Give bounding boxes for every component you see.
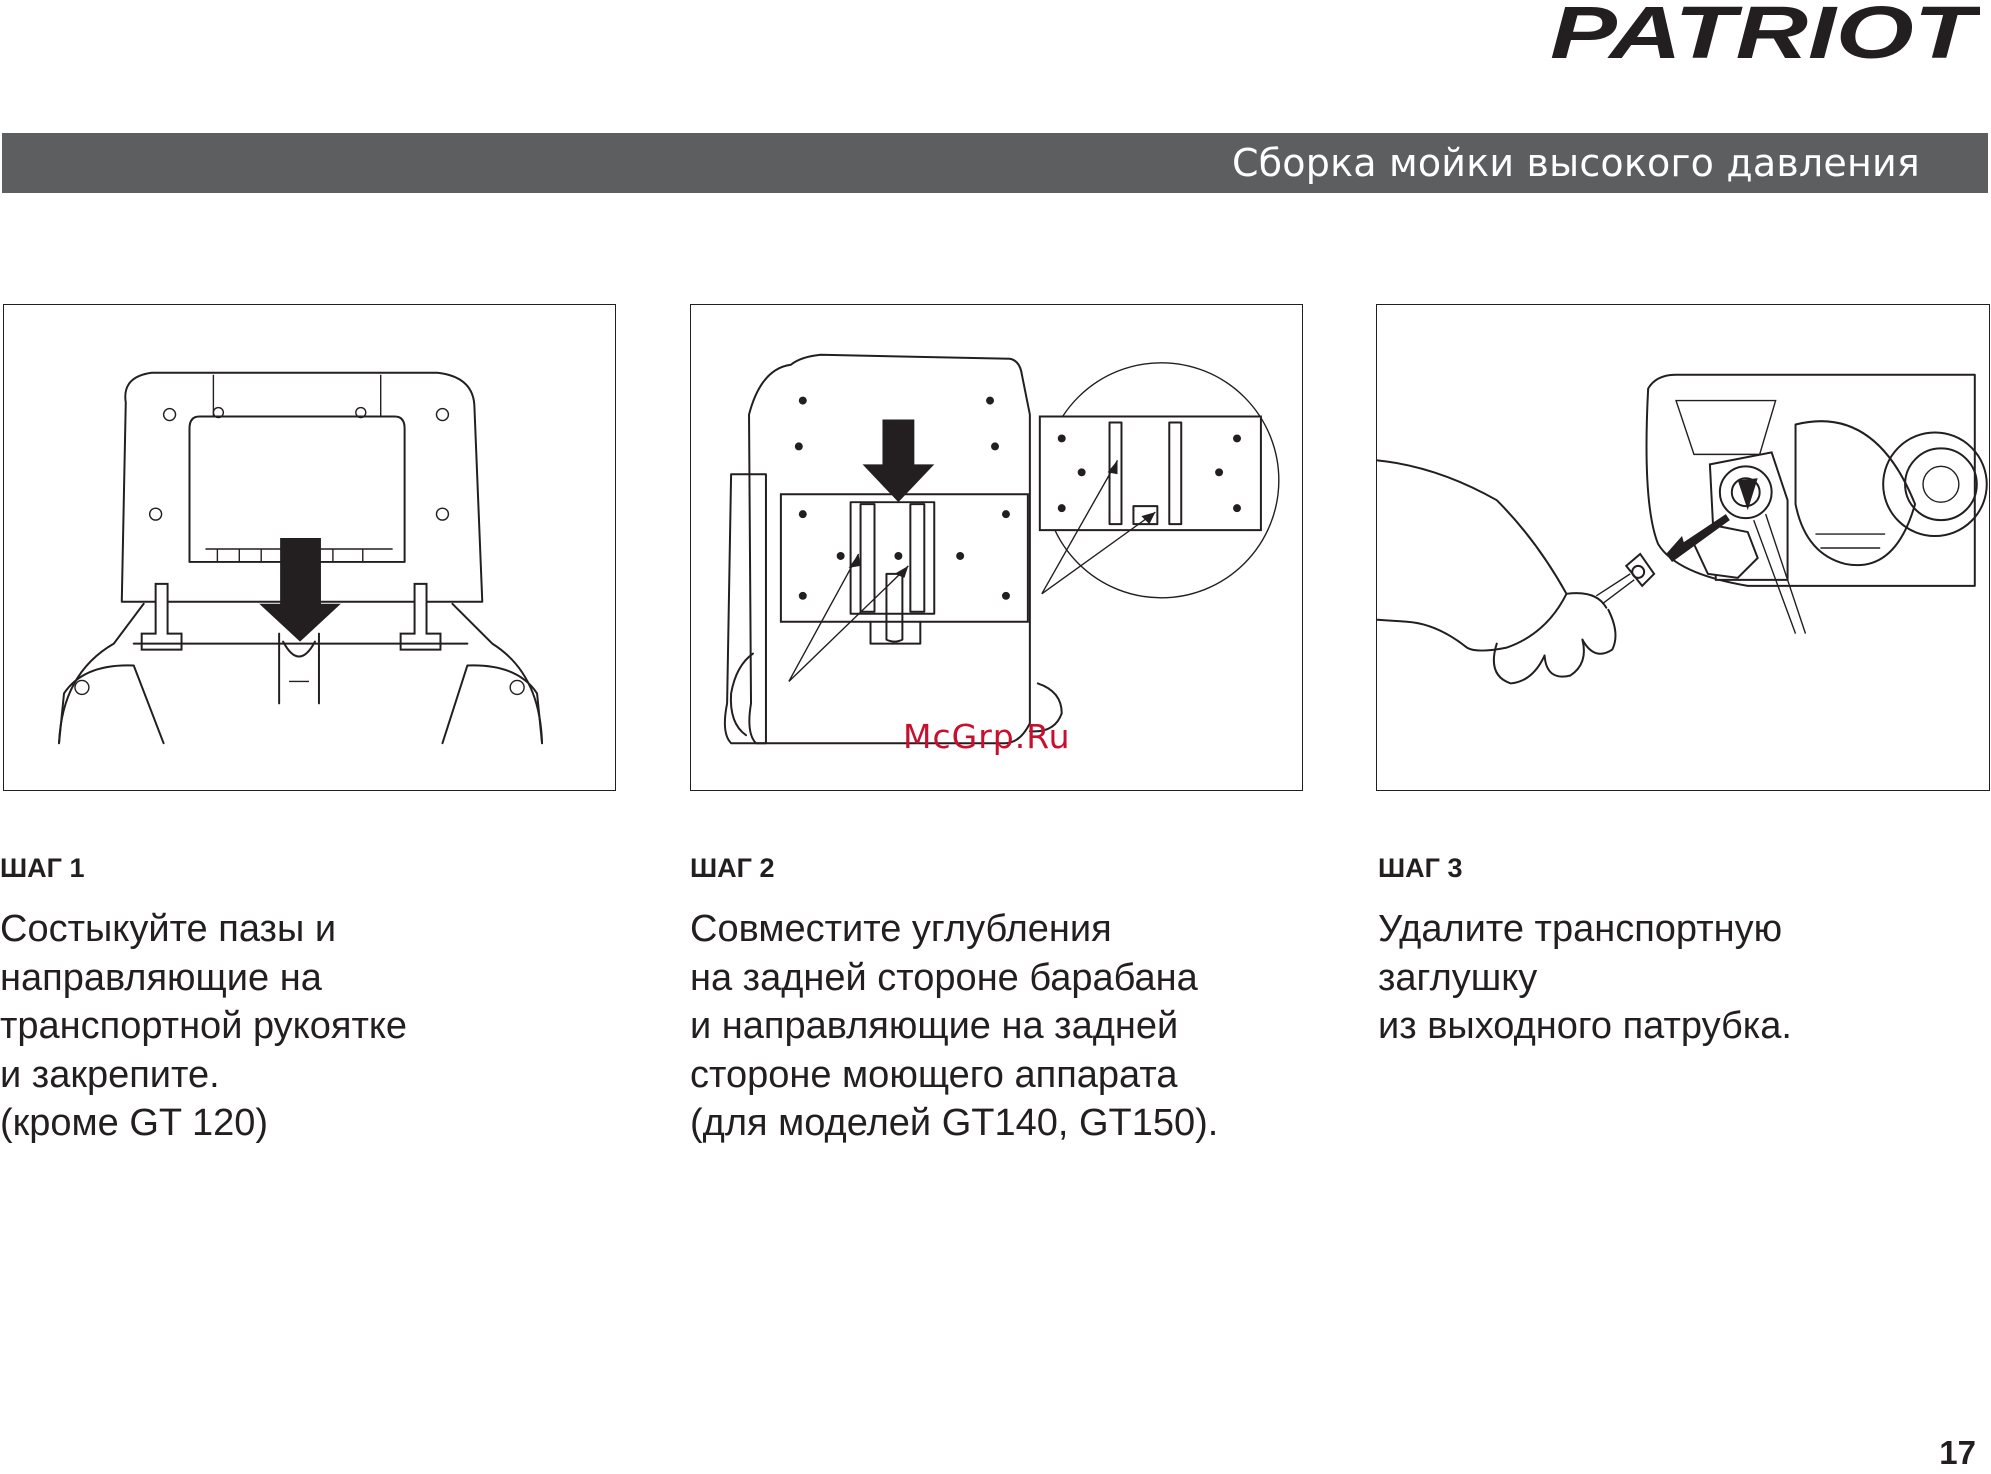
handle-drawing: [58, 371, 544, 745]
logo-wordmark: PATRIOT: [1550, 0, 1980, 74]
section-title: Сборка мойки высокого давления: [1231, 141, 1920, 185]
section-header-bar: Сборка мойки высокого давления: [2, 133, 1988, 193]
step-2-label: ШАГ 2: [690, 853, 775, 883]
reel-mount-drawing: [723, 353, 1280, 745]
page-number: 17: [1939, 1434, 1976, 1471]
step-2-illustration: [690, 304, 1303, 791]
watermark-text: McGrp.Ru: [903, 717, 1071, 756]
step-1-illustration: [3, 304, 616, 791]
step-3-description: Удалите транспортную заглушку из выходно…: [1378, 908, 1792, 1047]
outlet-plug-drawing: [1377, 373, 1988, 685]
step-1-description: Состыкуйте пазы и направляющие на трансп…: [0, 908, 408, 1144]
step-3-illustration: [1376, 304, 1990, 791]
brand-logo: PATRIOT: [1540, 0, 1983, 75]
step-3-label: ШАГ 3: [1378, 853, 1463, 883]
step-2-description: Совместите углубления на задней стороне …: [690, 908, 1219, 1144]
step-1-label: ШАГ 1: [0, 853, 85, 883]
